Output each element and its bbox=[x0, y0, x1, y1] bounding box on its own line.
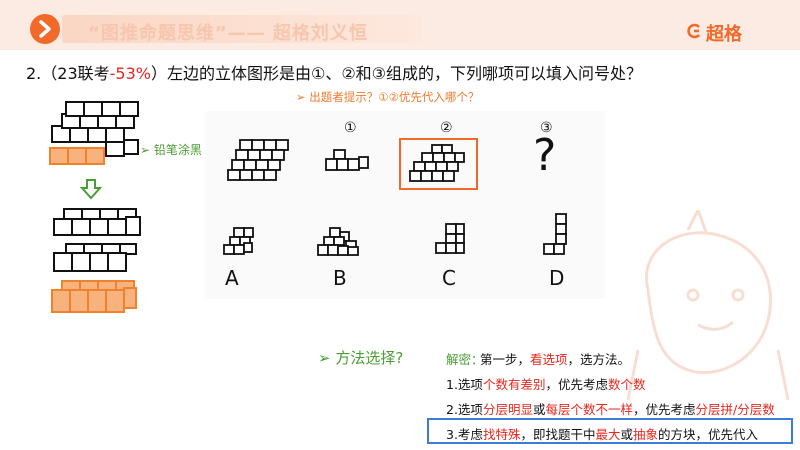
error-rate: -53% bbox=[109, 64, 151, 83]
analysis-label: 解密： bbox=[446, 352, 484, 367]
rule-1-highlight-1: 个数有差别 bbox=[482, 377, 546, 392]
brand-logo-icon bbox=[687, 23, 700, 39]
step-tail: ，选方法。 bbox=[567, 352, 631, 367]
rule-3-highlight-2: 最大 bbox=[595, 427, 621, 442]
rule-3: 3.考虑找特殊，即找题干中最大或抽象的方块，优先代入 bbox=[446, 424, 758, 443]
hint-text: ➢ 出题者提示？①②优先代入哪个？ bbox=[296, 90, 480, 104]
question-source: （23联考 bbox=[41, 64, 110, 83]
slide-title: “图推命题思维”—— 超格刘义恒 bbox=[88, 23, 368, 44]
brand-name: 超格 bbox=[706, 24, 742, 45]
arrow-down-icon bbox=[80, 179, 102, 200]
question-body: ）左边的立体图形是由①、②和③组成的，下列哪项可以填入问号处？ bbox=[150, 64, 643, 83]
rule-1-highlight-2: 数个数 bbox=[607, 377, 646, 392]
rule-3-text-d: 的方块，优先代入 bbox=[658, 427, 759, 442]
main-solid-figure bbox=[49, 101, 139, 165]
mascot-unicorn-icon bbox=[626, 210, 790, 401]
layer-top bbox=[53, 208, 141, 236]
rule-2-highlight-3: 分层拼/分层数 bbox=[695, 402, 775, 417]
chevron-right-icon bbox=[39, 20, 51, 38]
option-d-figure[interactable] bbox=[540, 212, 570, 256]
layer-bottom bbox=[51, 280, 137, 313]
rule-2-text-c: ，优先考虑 bbox=[632, 402, 696, 417]
rule-3-highlight-box bbox=[427, 418, 793, 444]
part-1-figure bbox=[325, 149, 369, 171]
question-number: 2. bbox=[26, 64, 42, 83]
question-text: 2.（23联考-53%）左边的立体图形是由①、②和③组成的，下列哪项可以填入问号… bbox=[26, 60, 642, 84]
rule-2-highlight-2: 每层个数不一样 bbox=[545, 402, 633, 417]
rule-1: 1.选项个数有差别，优先考虑数个数 bbox=[446, 374, 645, 393]
rule-1-text-b: ，优先考虑 bbox=[545, 377, 608, 392]
layer-middle bbox=[53, 243, 137, 272]
pencil-label: ➢ 铅笔涂黑 bbox=[140, 143, 202, 157]
rule-2-text-a: 2.选项 bbox=[446, 402, 483, 417]
analysis-step: 第一步，看选项，选方法。 bbox=[480, 349, 630, 368]
part-label-1: ① bbox=[344, 120, 357, 136]
part-2-highlight-box bbox=[399, 138, 478, 190]
step-highlight: 看选项 bbox=[530, 352, 568, 367]
rule-2-highlight-1: 分层明显 bbox=[482, 402, 533, 417]
option-c-label[interactable]: C bbox=[442, 266, 456, 290]
part-2-figure bbox=[409, 144, 465, 182]
option-a-figure[interactable] bbox=[220, 226, 256, 256]
option-a-label[interactable]: A bbox=[225, 266, 239, 290]
rule-2: 2.选项分层明显或每层个数不一样，优先考虑分层拼/分层数 bbox=[446, 399, 775, 418]
rule-3-text-c: 或 bbox=[620, 427, 633, 442]
option-d-label[interactable]: D bbox=[549, 266, 565, 290]
step-text: 第一步， bbox=[480, 352, 531, 367]
part-label-3: ③ bbox=[540, 120, 553, 136]
rule-3-highlight-3: 抽象 bbox=[633, 427, 659, 442]
rule-1-text-a: 1.选项 bbox=[446, 377, 483, 392]
part-label-2: ② bbox=[440, 120, 453, 136]
title-band bbox=[62, 15, 422, 43]
method-title: ➢ 方法选择? bbox=[318, 349, 404, 367]
rule-3-highlight-1: 找特殊 bbox=[482, 427, 521, 442]
combined-figure-small bbox=[227, 139, 289, 181]
rule-3-text-b: ，即找题干中 bbox=[520, 427, 596, 442]
option-b-label[interactable]: B bbox=[333, 266, 347, 290]
rule-3-text-a: 3.考虑 bbox=[446, 427, 483, 442]
rule-2-text-b: 或 bbox=[532, 402, 546, 417]
option-b-figure[interactable] bbox=[316, 226, 362, 258]
play-button[interactable] bbox=[30, 14, 60, 44]
question-mark: ? bbox=[533, 130, 557, 181]
option-c-figure[interactable] bbox=[432, 222, 468, 256]
